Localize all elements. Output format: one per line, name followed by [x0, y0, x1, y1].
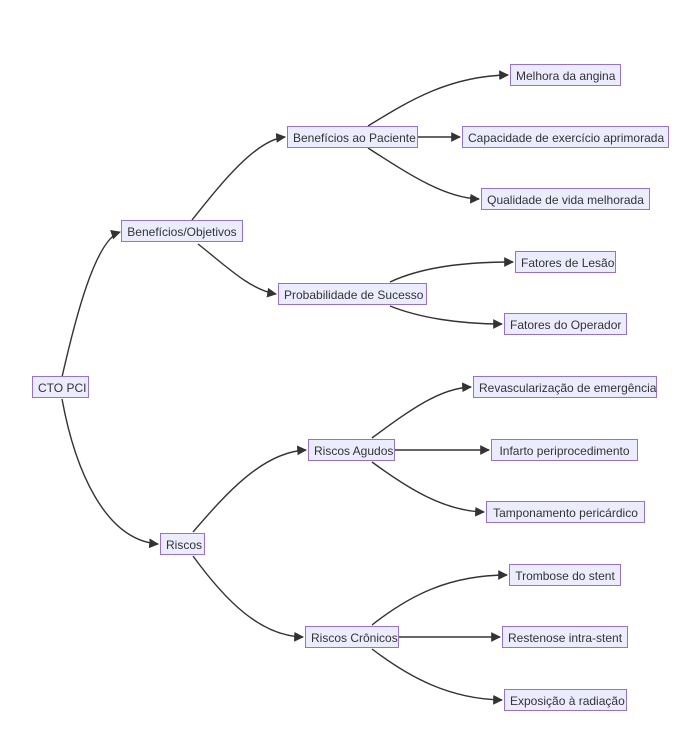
- edge-benefits-success: [197, 243, 277, 298]
- node-quality: Qualidade de vida melhorada: [481, 188, 650, 210]
- node-angina: Melhora da angina: [510, 64, 621, 86]
- edge-patient-quality: [367, 147, 480, 204]
- edge-acute-revasc: [371, 382, 472, 439]
- edge-success-operator: [389, 305, 503, 329]
- node-chronic-risks: Riscos Crônicos: [305, 626, 399, 648]
- edge-root-benefits: [61, 230, 121, 378]
- edge-root-risks: [61, 398, 159, 549]
- node-exercise: Capacidade de exercício aprimorada: [462, 126, 669, 148]
- node-benefits: Benefícios/Objetivos: [121, 220, 243, 242]
- edge-risks-acute: [192, 445, 307, 533]
- edge-risks-chronic: [192, 555, 304, 642]
- node-operator-factors: Fatores do Operador: [504, 313, 627, 335]
- node-success: Probabilidade de Sucesso: [278, 283, 427, 305]
- node-acute-risks: Riscos Agudos: [308, 439, 395, 461]
- node-infarct: Infarto periprocedimento: [491, 439, 638, 461]
- edge-acute-tamponade: [371, 461, 485, 517]
- node-restenosis: Restenose intra-stent: [502, 626, 628, 648]
- node-patient-benefits: Benefícios ao Paciente: [287, 126, 418, 148]
- edge-success-lesion: [389, 257, 514, 283]
- edge-chronic-thrombosis: [371, 570, 508, 626]
- node-thrombosis: Trombose do stent: [509, 564, 621, 586]
- node-tamponade: Tamponamento pericárdico: [486, 501, 645, 523]
- edge-benefits-patient: [191, 133, 286, 221]
- edge-patient-angina: [367, 70, 509, 127]
- node-root: CTO PCI: [32, 376, 89, 398]
- node-lesion-factors: Fatores de Lesão: [515, 251, 616, 273]
- node-radiation: Exposição à radiação: [504, 689, 627, 711]
- node-revasc: Revascularização de emergência: [473, 376, 657, 398]
- edge-chronic-radiation: [371, 648, 503, 705]
- node-risks: Riscos: [160, 533, 205, 555]
